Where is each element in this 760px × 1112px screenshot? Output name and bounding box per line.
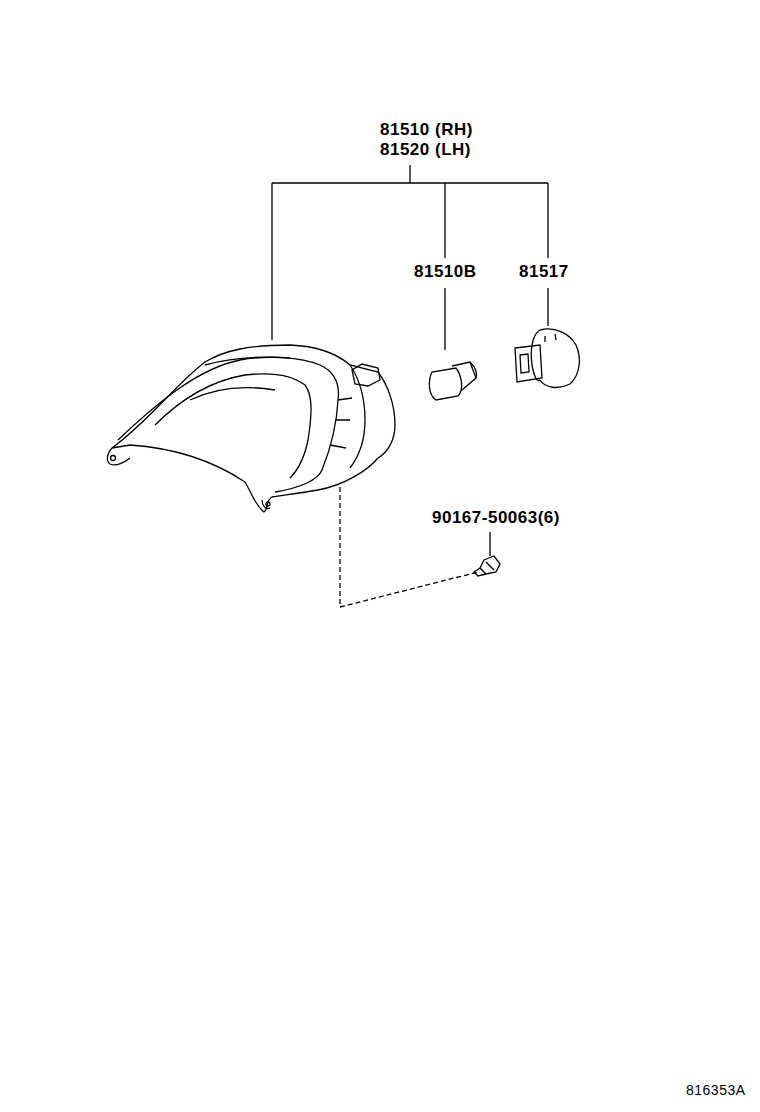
bulb [429,362,476,400]
callout-number: 81520 (LH) [380,140,471,160]
callout-number: 816353A [686,1080,746,1100]
callout-number: 81510B [414,262,477,282]
bracket [272,165,548,607]
callout-number: 81510 (RH) [380,120,473,140]
screw [474,556,500,576]
lamp-housing [107,345,395,512]
callout-number: 90167-50063(6) [432,508,560,528]
bulb-socket [515,329,579,388]
callout-number: 81517 [519,262,569,282]
